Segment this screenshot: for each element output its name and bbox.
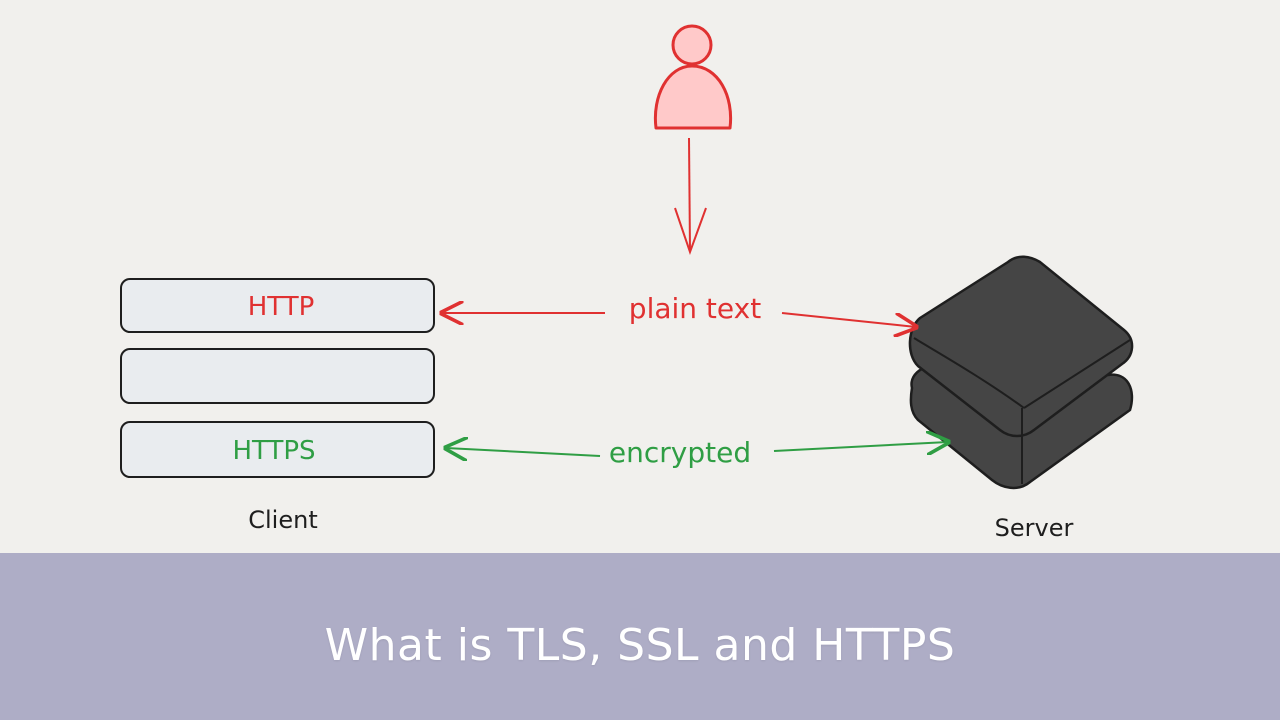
- client-label: Client: [248, 506, 317, 534]
- plain-arrow-right: [781, 312, 916, 327]
- server-edge-2: [1023, 339, 1131, 409]
- encrypted-arrow-left: [446, 448, 601, 456]
- user-arrow: [688, 137, 691, 253]
- banner-title: What is TLS, SSL and HTTPS: [324, 620, 956, 671]
- user-arrow-head: [674, 207, 707, 256]
- user-body: [653, 64, 733, 130]
- encrypted-label: encrypted: [609, 436, 751, 469]
- client-stack: HTTP HTTPS Client: [120, 278, 435, 534]
- client-layer-middle: [120, 348, 435, 404]
- user-icon: [653, 24, 733, 130]
- client-layer-https: [120, 421, 435, 478]
- encrypted-arrow-right: [773, 442, 948, 451]
- server-top: [908, 255, 1134, 438]
- plain-text-connection: plain text: [442, 292, 916, 327]
- encrypted-connection: encrypted: [446, 436, 948, 469]
- diagram-canvas: HTTP HTTPS Client Server plain text encr…: [120, 24, 1134, 542]
- server-label: Server: [995, 514, 1074, 542]
- client-layer-http: [120, 278, 435, 333]
- client-layer-https-label: HTTPS: [232, 436, 315, 466]
- title-banner: What is TLS, SSL and HTTPS: [0, 553, 1280, 720]
- user-head: [671, 24, 713, 66]
- plain-text-label: plain text: [629, 292, 761, 325]
- server-icon: Server: [908, 255, 1134, 542]
- server-edge-1: [913, 337, 1025, 409]
- client-layer-http-label: HTTP: [248, 292, 315, 322]
